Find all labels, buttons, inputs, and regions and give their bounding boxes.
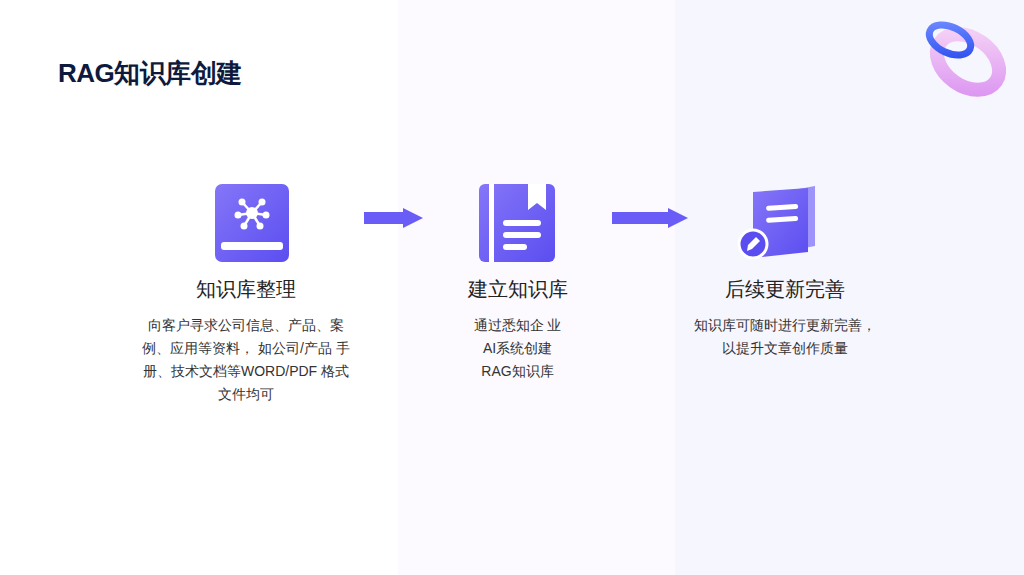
flow-arrow: [364, 212, 423, 224]
flow-arrow: [612, 212, 688, 224]
step-heading: 知识库整理: [130, 276, 362, 302]
book-icon: [479, 184, 555, 262]
document-edit-icon: [739, 186, 815, 258]
step-heading: 后续更新完善: [690, 276, 880, 302]
panel-middle: [398, 0, 675, 575]
step-description: 通过悉知企 业AI系统创建 RAG知识库: [468, 314, 568, 383]
step-description: 向客户寻求公司信息、产品、案 例、应用等资料， 如公司/产品 手册、技术文档等W…: [137, 314, 355, 406]
panel-right: [675, 0, 1024, 575]
step-description: 知识库可随时进行更新完善， 以提升文章创作质量: [690, 314, 880, 360]
knowledge-icon: [215, 184, 289, 262]
process-step: 建立知识库通过悉知企 业AI系统创建 RAG知识库: [425, 180, 610, 383]
ring-decoration: [925, 19, 1010, 101]
slide-title: RAG知识库创建: [58, 56, 242, 91]
process-step: 后续更新完善知识库可随时进行更新完善， 以提升文章创作质量: [690, 180, 880, 360]
process-step: 知识库整理向客户寻求公司信息、产品、案 例、应用等资料， 如公司/产品 手册、技…: [130, 180, 362, 406]
step-heading: 建立知识库: [425, 276, 610, 302]
